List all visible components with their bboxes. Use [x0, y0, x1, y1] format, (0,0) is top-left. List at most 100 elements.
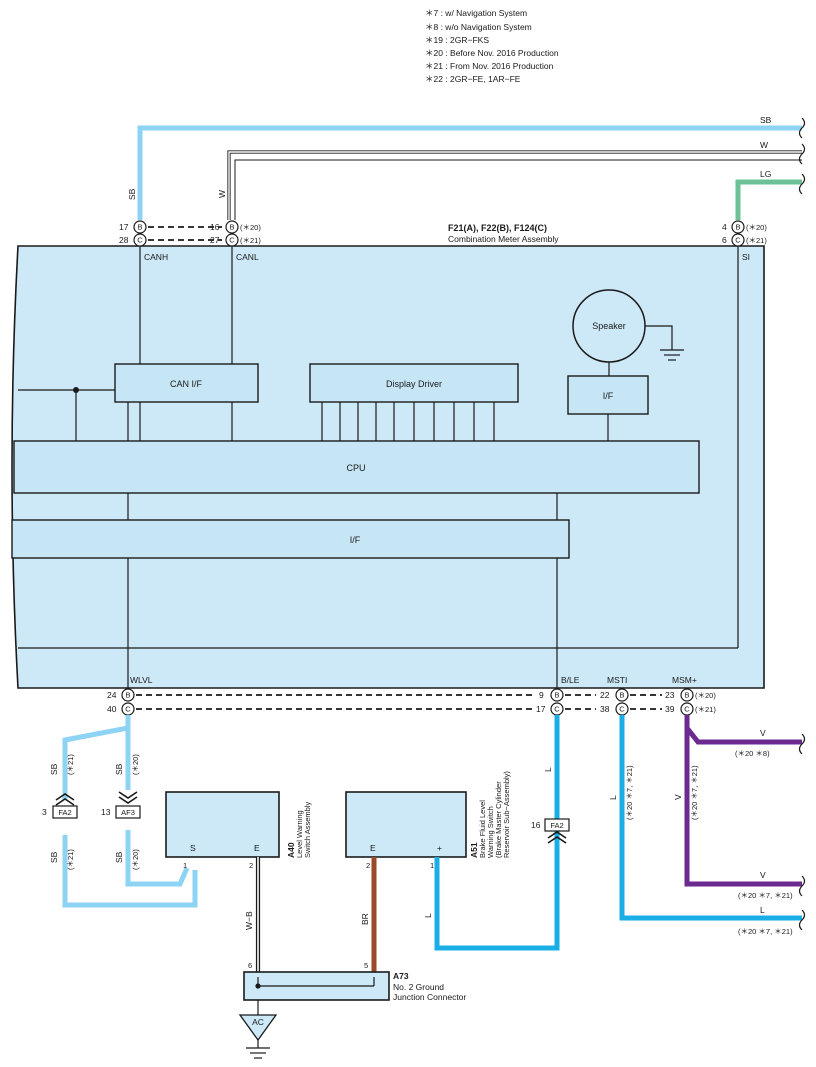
svg-text:C: C — [229, 236, 235, 245]
pin-6: 6 — [722, 235, 727, 245]
pin-canl-c: C — [225, 233, 239, 247]
pin-27: 27 — [210, 235, 220, 245]
pin-canh-c: C — [133, 233, 147, 247]
cond-canl-21: (＊21) — [240, 236, 261, 245]
a73-pin-5: 5 — [364, 961, 368, 970]
component-a40: S E 1 2 A40 Level Warning Switch Assembl… — [165, 791, 312, 870]
svg-text:C: C — [137, 236, 143, 245]
connector-af3: AF3 13 — [101, 791, 141, 819]
top-pins: B C 17 28 16 27 B C (＊20) (＊21) 4 6 B C … — [119, 220, 767, 247]
component-a51: E + 2 1 A51 Brake Fluid Level Warning Sw… — [345, 771, 511, 870]
pin-22: 22 — [600, 690, 610, 700]
speaker-if-label: I/F — [603, 391, 614, 401]
pin-4: 4 — [722, 222, 727, 232]
wire-l-msti-label: L — [608, 795, 618, 800]
display-driver-lines — [321, 402, 495, 441]
pin-ble-c: C — [550, 702, 564, 716]
wire-l-ble: L — [543, 767, 553, 772]
af3-pin: 13 — [101, 807, 111, 817]
af3-name: AF3 — [121, 808, 135, 817]
a73-name-1: No. 2 Ground — [393, 982, 444, 992]
wire-sb-left-2: SB — [114, 763, 124, 775]
display-driver-label: Display Driver — [386, 379, 442, 389]
if-label: I/F — [350, 535, 361, 545]
a73-name-2: Junction Connector — [393, 992, 466, 1002]
fa2-left-name: FA2 — [58, 808, 71, 817]
speaker-if-block — [567, 375, 649, 415]
pin-wlvl-c: C — [121, 702, 135, 716]
ground-icon-speaker — [660, 349, 684, 361]
pin-si-c: C — [731, 233, 745, 247]
label-wlvl: WLVL — [130, 675, 153, 685]
wire-w-top — [227, 150, 802, 220]
svg-text:C: C — [735, 236, 741, 245]
svg-text:B: B — [735, 223, 740, 232]
note-19: ＊19 : 2GR−FKS — [425, 35, 489, 45]
cond-canl-20: (＊20) — [240, 223, 261, 232]
a51-pin-plus: 1 — [430, 861, 434, 870]
notes-block: ＊7 : w/ Navigation System ＊8 : w/o Navig… — [425, 8, 559, 84]
pin-canh-b: B — [133, 220, 147, 234]
wire-v-mid-label: V — [673, 794, 683, 800]
pin-msti-b: B — [615, 688, 629, 702]
a40-pin-e: 2 — [249, 861, 253, 870]
a73-pin-6: 6 — [248, 961, 252, 970]
cond-left-20a: (＊20) — [131, 754, 140, 775]
pin-38: 38 — [600, 704, 610, 714]
speaker-label: Speaker — [592, 321, 626, 331]
a40-name-1: Level Warning — [295, 810, 304, 858]
pin-16: 16 — [210, 222, 220, 232]
pin-24: 24 — [107, 690, 117, 700]
wire-v-top-label: V — [760, 728, 766, 738]
cond-msm-21: (＊21) — [695, 705, 716, 714]
cond-v-bottom: (＊20 ＊7, ＊21) — [738, 891, 793, 900]
wire-lg-top — [735, 179, 802, 220]
pin-17: 17 — [119, 222, 129, 232]
wire-w-top-label: W — [760, 140, 768, 150]
component-a73: A73 No. 2 Ground Junction Connector — [243, 971, 466, 1002]
note-7: ＊7 : w/ Navigation System — [425, 8, 527, 18]
a51-term-plus: + — [437, 843, 442, 853]
svg-text:B: B — [125, 691, 130, 700]
svg-text:C: C — [684, 705, 690, 714]
note-21: ＊21 : From Nov. 2016 Production — [425, 61, 554, 71]
svg-text:B: B — [229, 223, 234, 232]
svg-text:B: B — [137, 223, 142, 232]
a40-name-2: Switch Assembly — [303, 801, 312, 858]
cond-msm-20: (＊20) — [695, 691, 716, 700]
cond-l-right: (＊20 ＊7, ＊21) — [738, 927, 793, 936]
a51-name-1: Brake Fluid Level — [478, 800, 487, 858]
cond-left-21b: (＊21) — [66, 849, 75, 870]
connector-fa2-left: FA2 3 — [42, 793, 78, 819]
wire-l-a51: L — [423, 913, 433, 918]
cond-v-top: (＊20 ＊8) — [735, 749, 770, 758]
wire-sb-vertical-label: SB — [127, 188, 137, 200]
bottom-pins: 24 40 B C 9 17 B C 22 38 B C 23 39 B C (… — [107, 688, 716, 716]
pin-si-b: B — [731, 220, 745, 234]
meter-subtitle: Combination Meter Assembly — [448, 234, 559, 244]
cpu-block — [13, 440, 700, 494]
cond-si-20: (＊20) — [746, 223, 767, 232]
pin-msti-c: C — [615, 702, 629, 716]
note-22: ＊22 : 2GR−FE, 1AR−FE — [425, 74, 521, 84]
meter-title: F21(A), F22(B), F124(C) — [448, 223, 547, 233]
a51-name-2: Warning Switch — [486, 806, 495, 858]
pin-23: 23 — [665, 690, 675, 700]
wire-sb-top-label: SB — [760, 115, 772, 125]
wire-v-msm — [684, 715, 802, 887]
label-ble: B/LE — [561, 675, 580, 685]
pin-wlvl-b: B — [121, 688, 135, 702]
a40-term-s: S — [190, 843, 196, 853]
cpu-label: CPU — [346, 463, 365, 473]
pin-28: 28 — [119, 235, 129, 245]
note-8: ＊8 : w/o Navigation System — [425, 22, 532, 32]
a51-pin-e: 2 — [366, 861, 370, 870]
wire-br-label: BR — [360, 913, 370, 925]
wire-sb-left-3: SB — [49, 851, 59, 863]
a73-id: A73 — [393, 971, 409, 981]
pin-ble-b: B — [550, 688, 564, 702]
wire-sb-left-1: SB — [49, 763, 59, 775]
label-msm: MSM+ — [672, 675, 697, 685]
fa2-left-pin: 3 — [42, 807, 47, 817]
